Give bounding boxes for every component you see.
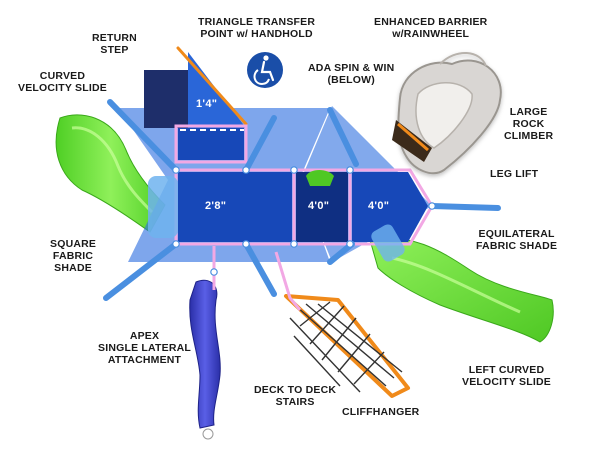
apex-single-lateral-slide <box>189 279 221 440</box>
enhanced-barrier <box>392 120 432 162</box>
wheelchair-accessibility-icon <box>247 52 283 88</box>
label-leg-lift: LEG LIFT <box>490 168 539 180</box>
deck-a-height-label: 4'0" <box>308 200 330 212</box>
transfer-height-label: 1'4" <box>196 98 218 110</box>
large-rock-climber <box>397 52 502 175</box>
main-deck <box>178 128 244 160</box>
label-ada-spin-win: ADA SPIN & WIN(BELOW) <box>308 62 395 86</box>
return-step <box>144 70 188 128</box>
deck-b <box>352 172 428 242</box>
main-deck-height-label: 2'8" <box>205 200 227 212</box>
left-curved-velocity-slide <box>369 237 554 343</box>
label-cliffhanger: CLIFFHANGER <box>342 406 420 418</box>
deck-b-height-label: 4'0" <box>368 200 390 212</box>
cliffhanger-net <box>284 294 410 398</box>
deck-to-deck-stairs <box>274 251 302 311</box>
